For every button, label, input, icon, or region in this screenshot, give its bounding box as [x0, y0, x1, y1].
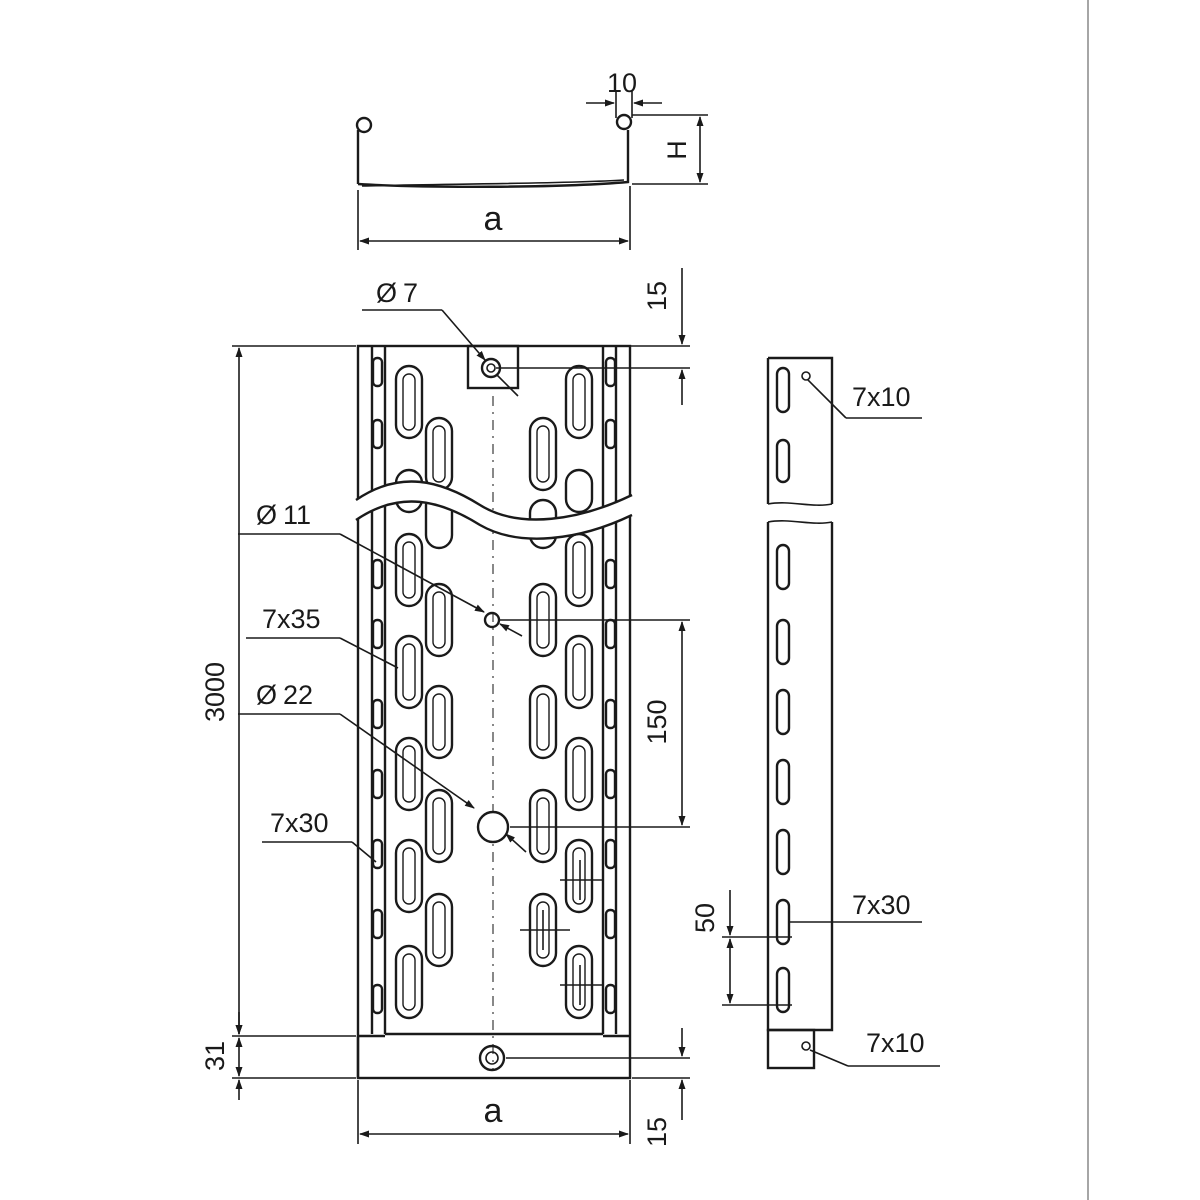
hole-bottom — [478, 1044, 506, 1072]
dim-top-15: 15 — [642, 281, 672, 311]
dim-a-bottom: a — [484, 1092, 503, 1130]
dim-end-31: 31 — [200, 1041, 230, 1071]
dim-H: H — [662, 140, 692, 160]
cross-section-view: a 10 H — [355, 68, 708, 250]
right-rail-slots — [604, 356, 617, 1015]
side-view: 50 7x10 7x30 7x10 — [690, 356, 940, 1070]
label-slot-7x35: 7x35 — [262, 604, 321, 634]
dim-length-3000: 3000 — [200, 662, 230, 722]
label-slot-7x30: 7x30 — [270, 808, 329, 838]
hole-d11 — [483, 611, 501, 629]
dim-lip-10: 10 — [607, 68, 637, 98]
hole-d22 — [476, 810, 510, 844]
side-view-slots — [775, 366, 791, 1014]
break-line — [356, 481, 632, 539]
label-side-7x10-top: 7x10 — [852, 382, 911, 412]
dim-pitch-150: 150 — [642, 699, 672, 744]
left-rail-slots — [371, 356, 384, 1015]
dim-side-50: 50 — [690, 903, 720, 933]
label-side-7x30: 7x30 — [852, 890, 911, 920]
dim-a-top: a — [484, 200, 503, 238]
plan-view: 15 3000 31 150 15 a Ø7 — [200, 268, 690, 1147]
label-side-7x10-bottom: 7x10 — [866, 1028, 925, 1058]
dim-bottom-15: 15 — [642, 1117, 672, 1147]
base-oblong-holes — [394, 364, 604, 1020]
